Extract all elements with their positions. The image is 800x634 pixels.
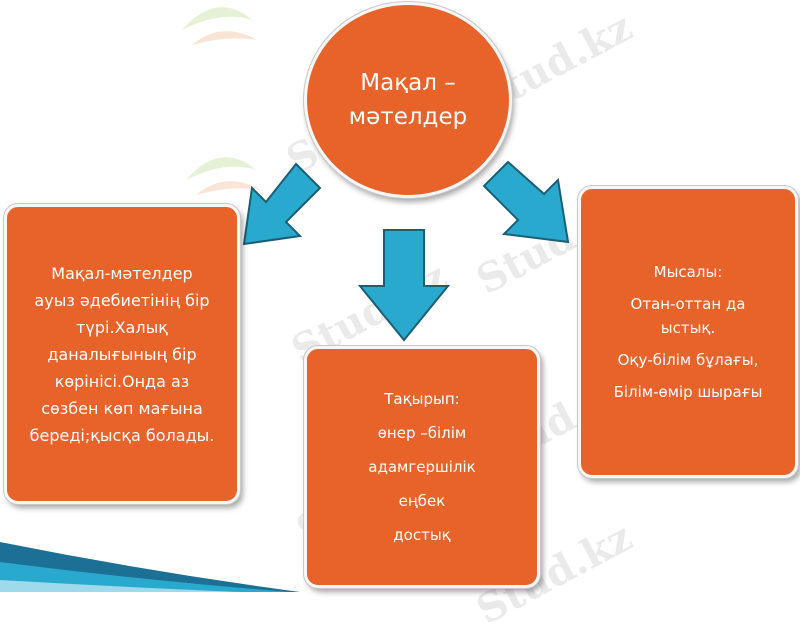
center-topic-circle: Мақал – мәтелдер xyxy=(304,2,512,198)
definition-line: даналығының бір xyxy=(47,344,197,364)
center-title-line2: мәтелдер xyxy=(348,104,468,130)
topic-item: достық xyxy=(393,526,451,544)
example-line: Оқу-білім бұлағы, xyxy=(617,351,759,369)
examples-box: Мысалы: Отан-оттан да ыстық. Оқу-білім б… xyxy=(578,186,798,478)
arrow-down-left-icon xyxy=(242,162,322,246)
definition-line: ауыз әдебиетінің бір xyxy=(34,290,210,310)
topic-item: еңбек xyxy=(398,492,446,510)
topic-item: өнер –білім xyxy=(377,424,467,442)
example-line: ыстық. xyxy=(660,319,716,337)
example-line: Отан-оттан да xyxy=(630,295,746,313)
definition-line: сөзбен көп мағына xyxy=(41,398,203,418)
arrow-down-right-icon xyxy=(482,160,570,244)
definition-box: Мақал-мәтелдер ауыз әдебиетінің бір түрі… xyxy=(4,204,240,504)
examples-heading: Мысалы: xyxy=(653,263,723,281)
definition-line: береді;қысқа болады. xyxy=(29,425,215,445)
decorative-swoosh xyxy=(0,542,300,592)
topics-heading: Тақырып: xyxy=(384,390,460,408)
definition-line: көрінісі.Онда аз xyxy=(54,371,190,391)
example-line: Білім-өмір шырағы xyxy=(613,383,763,401)
arrow-down-icon xyxy=(357,229,451,342)
stud-kz-logo xyxy=(182,7,257,45)
definition-line: Мақал-мәтелдер xyxy=(51,263,193,283)
topics-box: Тақырып: өнер –білім адамгершілік еңбек … xyxy=(304,346,540,588)
definition-line: түрі.Халық xyxy=(76,317,168,337)
center-title-line1: Мақал – xyxy=(360,70,456,96)
topic-item: адамгершілік xyxy=(368,458,476,476)
